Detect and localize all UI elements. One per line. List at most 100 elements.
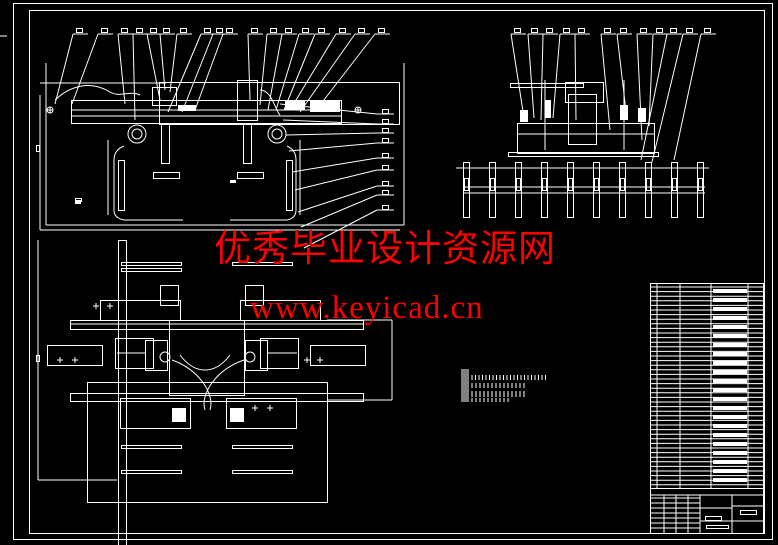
outer-frame xyxy=(13,3,773,540)
leader-line xyxy=(600,33,611,131)
title-cell xyxy=(740,510,757,515)
block xyxy=(152,87,177,106)
leader-line xyxy=(289,33,337,111)
tine-slot xyxy=(464,178,469,191)
leader-line xyxy=(297,185,378,213)
rung xyxy=(121,445,182,449)
leader-line xyxy=(146,33,161,101)
left-head xyxy=(100,300,181,321)
leader-line xyxy=(169,33,178,93)
hook xyxy=(160,285,179,306)
column xyxy=(237,80,258,121)
fill xyxy=(638,108,646,122)
tine xyxy=(619,162,626,218)
balloon xyxy=(656,28,663,33)
balloon xyxy=(378,28,385,33)
fill xyxy=(285,100,305,110)
tine xyxy=(671,162,678,218)
fork-plate xyxy=(286,160,293,211)
fill xyxy=(713,406,747,410)
fill xyxy=(713,289,747,293)
leader-line xyxy=(159,33,166,91)
carriage xyxy=(159,82,400,125)
technical-notes xyxy=(461,369,546,402)
inner-frame xyxy=(29,10,765,534)
balloon xyxy=(226,28,233,33)
balloon xyxy=(514,28,521,33)
leader-line xyxy=(616,33,628,121)
balloon xyxy=(216,28,223,33)
cable xyxy=(259,89,281,116)
balloon xyxy=(136,28,143,33)
fill xyxy=(713,352,747,356)
balloon xyxy=(150,28,157,33)
beam xyxy=(71,100,342,124)
balloon xyxy=(204,28,211,33)
roller-inner xyxy=(131,128,143,140)
balloon xyxy=(180,28,187,33)
frame xyxy=(517,123,655,154)
right-gear xyxy=(226,398,297,429)
left-gear xyxy=(120,398,191,429)
left-plate xyxy=(145,340,168,371)
balloon xyxy=(670,28,677,33)
balloon xyxy=(339,28,346,33)
hose xyxy=(203,359,245,411)
leader-line xyxy=(283,33,316,111)
balloon xyxy=(382,138,389,143)
tine-slot xyxy=(672,178,677,191)
balloon xyxy=(302,28,309,33)
balloon xyxy=(285,28,292,33)
balloon xyxy=(578,28,585,33)
hole xyxy=(159,351,171,363)
leader-line xyxy=(291,157,378,173)
fill xyxy=(713,469,747,473)
tine-slot xyxy=(620,178,625,191)
balloon xyxy=(563,28,570,33)
balloon xyxy=(382,109,389,114)
balloon xyxy=(163,28,170,33)
leader-line xyxy=(267,33,283,111)
tine xyxy=(567,162,574,218)
leader-line xyxy=(288,142,378,152)
fill xyxy=(713,478,747,482)
right-head xyxy=(240,300,321,321)
fill xyxy=(713,325,747,329)
leader-line xyxy=(279,103,378,115)
leader-line xyxy=(299,33,356,113)
rung xyxy=(121,470,182,474)
rung xyxy=(232,470,293,474)
hose xyxy=(179,354,231,371)
leader-line xyxy=(673,33,702,161)
leader-line xyxy=(117,33,126,105)
tine-slot xyxy=(542,178,547,191)
cylinder-rod xyxy=(243,123,252,164)
tine xyxy=(593,162,600,218)
leader-line xyxy=(319,33,376,106)
leader-line xyxy=(275,33,300,111)
rung xyxy=(121,262,182,266)
fill xyxy=(713,316,747,320)
leader-line xyxy=(285,132,378,136)
leader-line xyxy=(640,33,668,161)
leader-line xyxy=(540,33,544,121)
balloon xyxy=(382,190,389,195)
rung xyxy=(121,268,182,272)
leader-line xyxy=(300,194,378,228)
balloon xyxy=(382,153,389,158)
fill xyxy=(230,408,244,422)
balloon xyxy=(382,165,389,170)
balloon xyxy=(704,28,711,33)
tine xyxy=(463,162,470,218)
bottom-beam xyxy=(70,393,364,402)
balloon xyxy=(640,28,647,33)
fork-left xyxy=(113,145,183,221)
fill xyxy=(713,424,747,428)
title-cell xyxy=(706,525,729,529)
rail xyxy=(508,152,659,157)
fill xyxy=(713,370,747,374)
leader-line xyxy=(574,33,577,121)
right-arm xyxy=(310,345,366,366)
clamp xyxy=(237,172,264,179)
